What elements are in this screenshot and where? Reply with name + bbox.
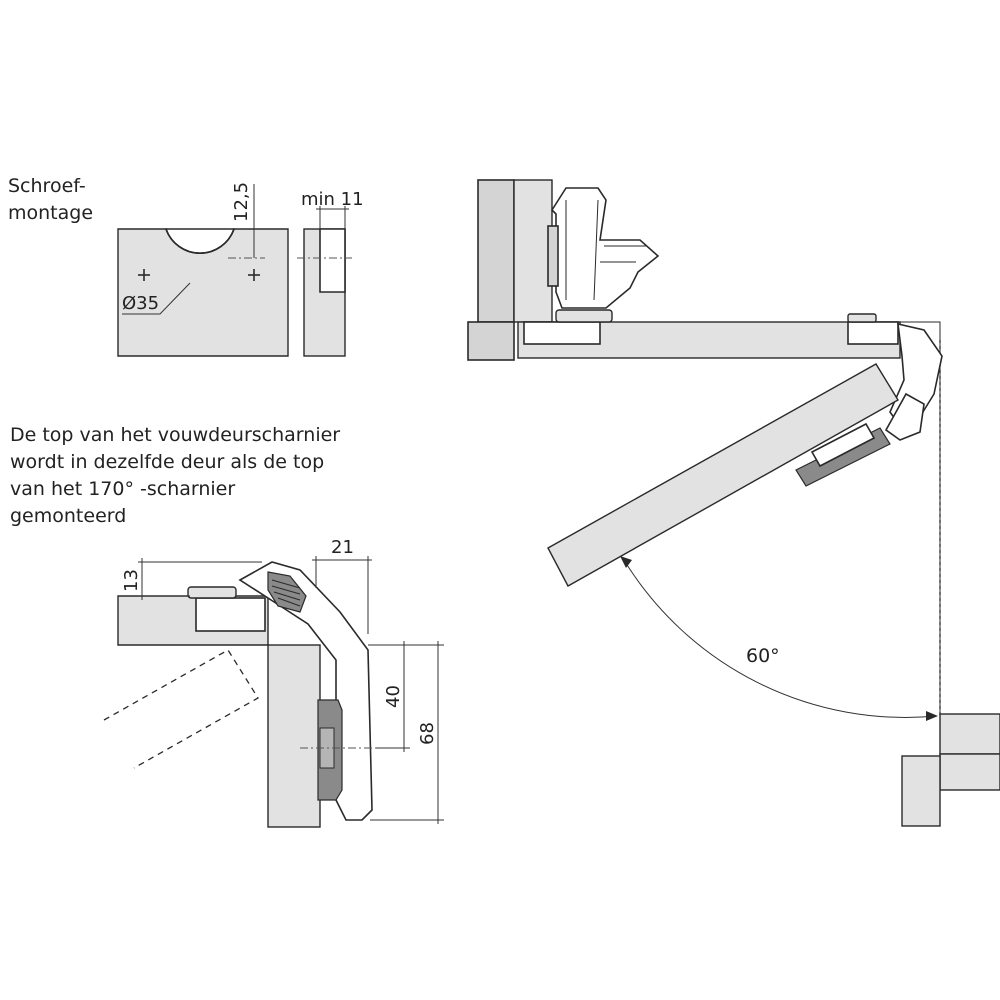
dim-21-label: 21: [331, 537, 354, 558]
folding-hinge-joint: [884, 392, 925, 441]
note-line2: wordt in dezelfde deur als de top: [10, 451, 324, 473]
screw-mark-right: [248, 269, 260, 281]
dim-min-label: min 11: [301, 189, 364, 210]
dim-offset-label: 12,5: [231, 182, 252, 222]
angle-arc: [623, 559, 937, 718]
dim-diameter-leader: [122, 282, 191, 315]
note-line4: gemonteerd: [10, 505, 126, 527]
hinge-cup-left-rim: [555, 309, 613, 323]
drilling-detail: Schroef- montage 12,5 Ø35 min 11: [8, 175, 364, 357]
angle-arrow-start: [620, 556, 632, 568]
cabinet-side-panel: [267, 644, 321, 828]
note-line3: van het 170° -scharnier: [10, 478, 235, 500]
angle-label: 60°: [746, 645, 780, 667]
mount-label-line2: montage: [8, 202, 93, 224]
screw-mark-left: [138, 269, 150, 281]
top-door-open: [547, 363, 899, 587]
folding-door-assembly: 60°: [467, 179, 1000, 827]
adjust-screw-icon: [267, 571, 307, 613]
dim-diameter-label: Ø35: [122, 293, 159, 314]
mounting-note: De top van het vouwdeurscharnier wordt i…: [10, 424, 340, 527]
hinge-cup-right-rim: [847, 313, 877, 323]
hinge-cup-right: [847, 321, 899, 345]
top-shelf-edge: [467, 321, 515, 361]
open-door-ghost: [103, 649, 259, 769]
cup-bore-section: [319, 228, 346, 293]
mount-label-line1: Schroef-: [8, 175, 86, 197]
cabinet-side-outer: [477, 179, 515, 323]
dim-40-label: 40: [383, 685, 404, 708]
lower-side-panel: [901, 755, 941, 827]
lower-block-middle: [939, 753, 1000, 791]
cabinet-side-inner: [513, 179, 553, 323]
cup-hole-outline: [165, 228, 235, 254]
lower-block-upper: [939, 713, 1000, 755]
note-line1: De top van het vouwdeurscharnier: [10, 424, 340, 446]
open-door-hinge-cup: [810, 422, 876, 468]
dim-68-label: 68: [417, 722, 438, 745]
angle-arrow-end: [926, 711, 938, 721]
upper-hinge-body: [550, 187, 660, 309]
upper-mounting-plate: [547, 225, 559, 287]
hinge-section-detail: 13 21 40 68: [103, 537, 444, 828]
hinge-cup-rim: [187, 586, 237, 599]
hinge-cup-left: [523, 321, 601, 345]
hinge-cup-plate: [195, 597, 266, 632]
frame-outline: [518, 321, 941, 716]
dim-13-label: 13: [121, 569, 142, 592]
upper-hinge-details: [565, 199, 646, 301]
